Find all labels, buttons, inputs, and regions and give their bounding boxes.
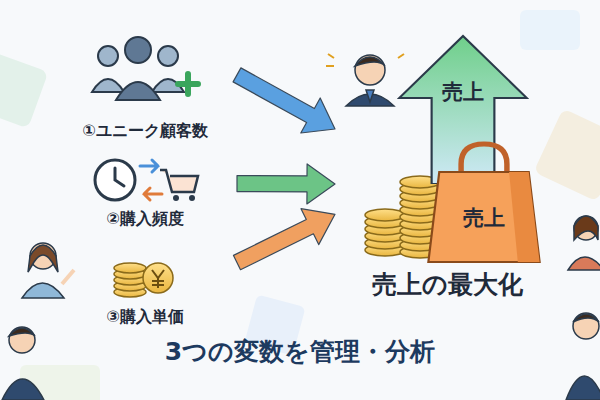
arrow-outline — [399, 36, 527, 184]
customer-group: ①ユニーク顧客数 — [55, 36, 235, 144]
node-label: ①ユニーク顧客数 — [55, 121, 235, 142]
node-label: 売上の最大化 — [337, 268, 557, 301]
caption: 3つの変数を管理・分析 — [0, 335, 600, 368]
frequency-group: ②購入頻度 — [55, 150, 235, 234]
node-label: 売上 — [424, 204, 544, 232]
bag-shape — [424, 138, 544, 266]
node-label: ③購入単価 — [55, 307, 235, 328]
node-label: ②購入頻度 — [55, 209, 235, 230]
block-arrow — [234, 209, 336, 270]
shopping-bag: 売上 — [424, 138, 544, 266]
bag-side — [509, 172, 540, 262]
block-arrow — [233, 68, 335, 133]
node-label: 売上 — [397, 78, 529, 106]
price-group: ③購入単価 — [55, 240, 235, 334]
sales-group: 売上の最大化売上売上 — [337, 30, 557, 305]
block-arrow — [237, 164, 335, 204]
